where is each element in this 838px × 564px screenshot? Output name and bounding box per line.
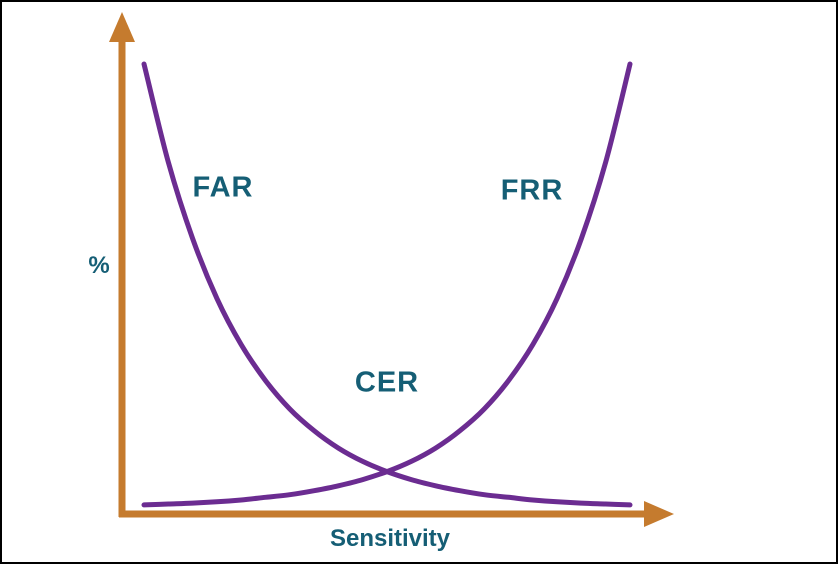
- y-axis-label: %: [88, 252, 110, 279]
- x-axis-label: Sensitivity: [329, 525, 451, 552]
- curves: [141, 61, 633, 508]
- frr-curve-label: FRR: [500, 174, 564, 207]
- frr-curve: [141, 61, 633, 508]
- y-axis-arrowhead: [109, 12, 135, 42]
- x-axis-arrowhead: [644, 501, 674, 527]
- far-curve-label: FAR: [192, 171, 254, 204]
- cer-crossover-label: CER: [354, 366, 420, 399]
- far-curve: [141, 61, 633, 508]
